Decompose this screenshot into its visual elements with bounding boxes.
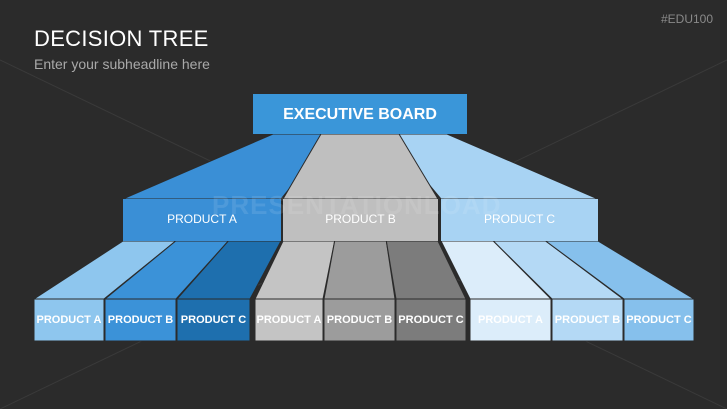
leaf-node-7 [469, 298, 552, 342]
leaf-label-3: PRODUCT C [181, 314, 246, 326]
leaf-node-3 [176, 298, 251, 342]
leaf-connector-5 [323, 240, 396, 300]
leaf-label-8: PRODUCT B [555, 314, 620, 326]
slide-title: DECISION TREE [34, 26, 209, 51]
branch-label-3: PRODUCT C [484, 212, 555, 226]
leaf-label-4: PRODUCT A [257, 314, 322, 326]
slide-subtitle: Enter your subheadline here [34, 56, 210, 72]
watermark: PRESENTATIONLOAD [212, 190, 502, 220]
leaf-label-9: PRODUCT C [626, 314, 691, 326]
leaf-label-5: PRODUCT B [327, 314, 392, 326]
slide-code: #EDU100 [660, 12, 713, 26]
leaf-label-6: PRODUCT C [398, 314, 463, 326]
leaf-label-7: PRODUCT A [478, 314, 543, 326]
branch-node-1 [123, 199, 281, 241]
leaf-node-5 [323, 298, 396, 342]
leaf-label-1: PRODUCT A [37, 314, 102, 326]
leaf-label-2: PRODUCT B [108, 314, 173, 326]
leaf-node-9 [623, 298, 695, 342]
branch-label-2: PRODUCT B [325, 212, 395, 226]
branch-node-3 [441, 199, 598, 241]
branch-node-2 [283, 199, 438, 241]
leaf-node-8 [551, 298, 624, 342]
leaf-node-4 [254, 298, 324, 342]
executive-board-node [253, 94, 467, 134]
leaf-node-1 [33, 298, 105, 342]
executive-board-label: EXECUTIVE BOARD [283, 106, 437, 123]
leaf-node-2 [104, 298, 177, 342]
branch-label-1: PRODUCT A [167, 212, 237, 226]
leaf-node-6 [395, 298, 467, 342]
